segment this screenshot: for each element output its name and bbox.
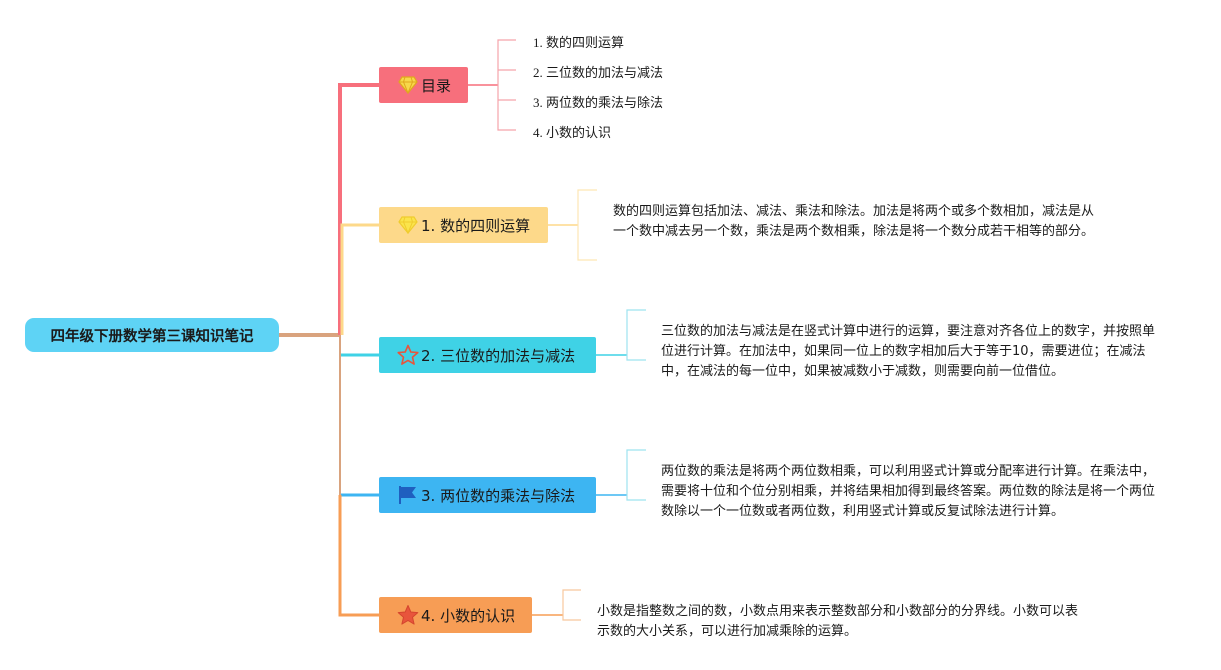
root-topic[interactable]: 四年级下册数学第三课知识笔记 bbox=[25, 318, 279, 352]
branch-arithmetic[interactable]: 1. 数的四则运算 bbox=[379, 207, 548, 243]
branch-two-digit[interactable]: 3. 两位数的乘法与除法 bbox=[379, 477, 596, 513]
trunk-to-branch-1 bbox=[340, 223, 379, 335]
branch-decimals-label: 4. 小数的认识 bbox=[421, 606, 516, 625]
branch-decimals[interactable]: 4. 小数的认识 bbox=[379, 597, 532, 633]
note-three-digit: 三位数的加法与减法是在竖式计算中进行的运算，要注意对齐各位上的数字，并按照单位进… bbox=[661, 324, 1156, 379]
note-arithmetic: 数的四则运算包括加法、减法、乘法和除法。加法是将两个或多个数相加，减法是从一个数… bbox=[613, 204, 1095, 239]
star-icon bbox=[397, 604, 419, 626]
note-decimals: 小数是指整数之间的数，小数点用来表示整数部分和小数部分的分界线。小数可以表示数的… bbox=[597, 604, 1079, 639]
star-outline-icon bbox=[397, 344, 419, 366]
note-4-bracket bbox=[562, 589, 581, 621]
note-3-bracket bbox=[626, 449, 646, 501]
note-two-digit: 两位数的乘法是将两个两位数相乘，可以利用竖式计算或分配率进行计算。在乘法中，需要… bbox=[661, 464, 1156, 519]
branch-two-digit-label: 3. 两位数的乘法与除法 bbox=[421, 486, 576, 505]
note-2-bracket bbox=[626, 309, 646, 361]
branch-three-digit-label: 2. 三位数的加法与减法 bbox=[421, 346, 576, 365]
branch-three-digit[interactable]: 2. 三位数的加法与减法 bbox=[379, 337, 596, 373]
toc-item[interactable]: 1. 数的四则运算 bbox=[533, 35, 625, 50]
trunk-to-branch-4 bbox=[338, 495, 379, 617]
toc-item[interactable]: 3. 两位数的乘法与除法 bbox=[533, 95, 664, 110]
flag-icon bbox=[397, 484, 419, 506]
note-1-bracket bbox=[577, 189, 597, 261]
branch-arithmetic-label: 1. 数的四则运算 bbox=[421, 216, 531, 235]
diamond-icon bbox=[397, 214, 419, 236]
root-topic-label: 四年级下册数学第三课知识笔记 bbox=[50, 328, 254, 345]
branch-toc-label: 目录 bbox=[421, 76, 452, 95]
diamond-icon bbox=[397, 74, 419, 96]
toc-item[interactable]: 4. 小数的认识 bbox=[533, 125, 612, 140]
toc-bracket bbox=[497, 39, 516, 131]
branch-toc[interactable]: 目录 bbox=[379, 67, 468, 103]
trunk-to-toc bbox=[338, 83, 379, 335]
toc-item[interactable]: 2. 三位数的加法与减法 bbox=[533, 65, 664, 80]
trunk-to-branch-3 bbox=[339, 335, 379, 496]
